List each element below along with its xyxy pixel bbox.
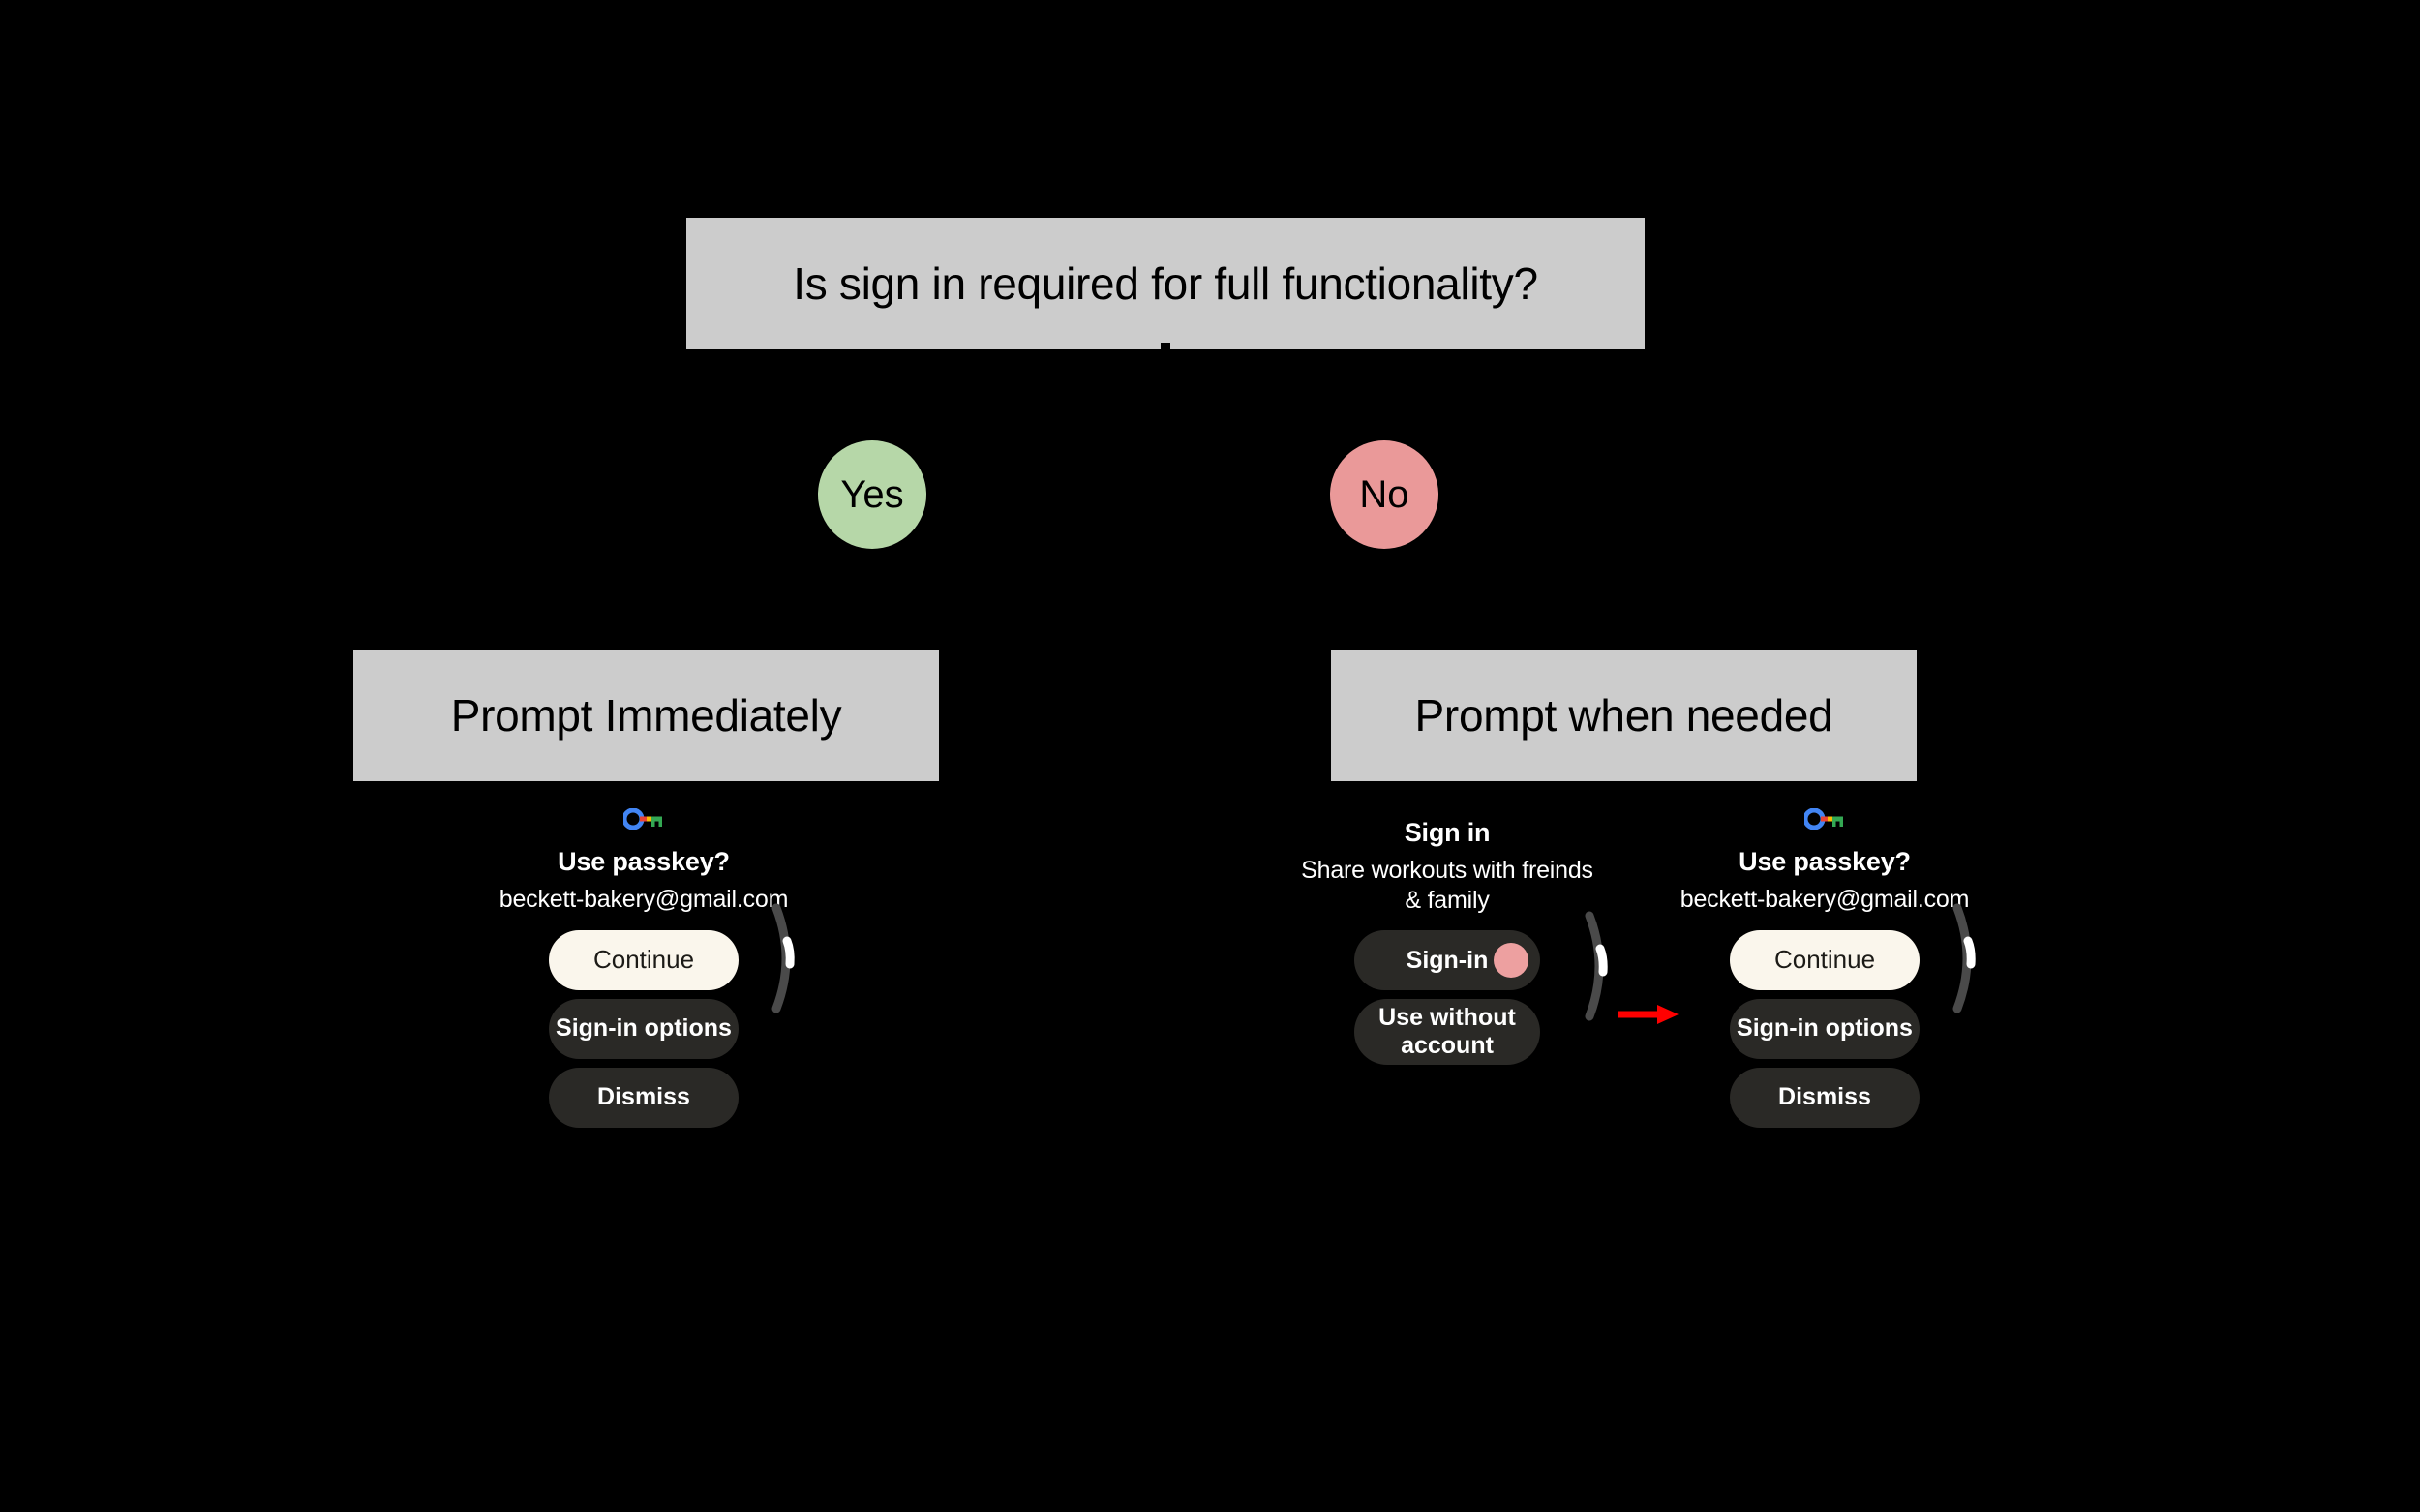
annotation-arrow-icon [1618, 1005, 1679, 1024]
branch-label-no: No [1330, 440, 1438, 549]
branch-label-yes: Yes [818, 440, 926, 549]
decision-box-root: Is sign in required for full functionali… [686, 218, 1645, 349]
sign-in-button-label: Sign-in [1406, 946, 1489, 974]
dismiss-button[interactable]: Dismiss [549, 1067, 739, 1128]
continue-button[interactable]: Continue [549, 929, 739, 990]
use-without-account-button[interactable]: Use without account [1354, 999, 1540, 1066]
dismiss-button[interactable]: Dismiss [1730, 1067, 1920, 1128]
sign-in-options-button[interactable]: Sign-in options [549, 998, 739, 1059]
watch-mockup-middle: Sign in Share workouts with freinds & fa… [1297, 818, 1597, 1074]
watch-mockup-left: Use passkey? beckett-bakery@gmail.com Co… [465, 808, 823, 1136]
mock-title: Use passkey? [558, 847, 730, 876]
continue-button[interactable]: Continue [1730, 929, 1920, 990]
watch-mockup-right: Use passkey? beckett-bakery@gmail.com Co… [1646, 808, 2004, 1136]
outcome-box-prompt-when-needed: Prompt when needed [1331, 650, 1917, 781]
google-passkey-icon [623, 808, 662, 830]
mock-subtitle: beckett-bakery@gmail.com [499, 886, 789, 914]
mock-title: Sign in [1404, 818, 1491, 847]
google-passkey-icon [1804, 808, 1843, 830]
accent-dot-icon [1494, 943, 1528, 979]
sign-in-button[interactable]: Sign-in [1354, 930, 1540, 991]
connector-stub-root [1161, 343, 1170, 350]
mock-subtitle: beckett-bakery@gmail.com [1679, 886, 1970, 914]
mock-title: Use passkey? [1739, 847, 1911, 876]
outcome-box-prompt-immediately: Prompt Immediately [353, 650, 939, 781]
sign-in-options-button[interactable]: Sign-in options [1730, 998, 1920, 1059]
mock-subtitle: Share workouts with freinds & family [1301, 857, 1593, 914]
